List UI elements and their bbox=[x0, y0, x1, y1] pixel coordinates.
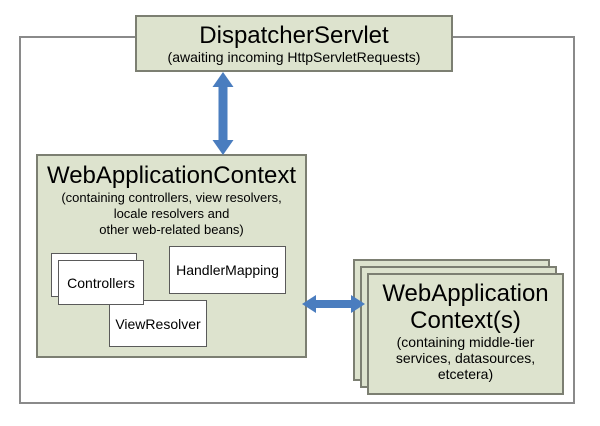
view-resolver-label: ViewResolver bbox=[115, 315, 201, 332]
view-resolver-box: ViewResolver bbox=[109, 300, 207, 347]
web-application-context-title: WebApplicationContext bbox=[46, 162, 297, 189]
web-application-context-box: WebApplicationContext (containing contro… bbox=[36, 154, 307, 358]
handler-mapping-box: HandlerMapping bbox=[169, 246, 286, 294]
controllers-label: Controllers bbox=[67, 274, 135, 291]
handler-mapping-label: HandlerMapping bbox=[176, 262, 279, 278]
vertical-bidirectional-arrow-icon bbox=[212, 72, 234, 155]
dispatcher-servlet-box: DispatcherServlet (awaiting incoming Htt… bbox=[135, 15, 453, 72]
root-context-subtitle-line-2: services, datasources, bbox=[395, 350, 536, 366]
dispatcher-servlet-title: DispatcherServlet bbox=[199, 22, 389, 49]
root-context-title-line-1: WebApplication bbox=[382, 280, 549, 307]
root-context-subtitle-line-1: (containing middle-tier bbox=[396, 334, 535, 350]
root-context-title-line-2: Context(s) bbox=[410, 307, 521, 334]
wac-subtitle-line-1: (containing controllers, view resolvers, bbox=[61, 190, 282, 205]
wac-subtitle-line-2: locale resolvers and bbox=[113, 206, 230, 221]
wac-subtitle-line-3: other web-related beans) bbox=[99, 222, 244, 237]
horizontal-bidirectional-arrow-icon bbox=[302, 295, 365, 313]
root-context-subtitle-line-3: etcetera) bbox=[437, 366, 494, 382]
root-context-box: WebApplication Context(s) (containing mi… bbox=[367, 273, 564, 395]
controllers-box: Controllers bbox=[58, 260, 144, 305]
dispatcher-servlet-subtitle: (awaiting incoming HttpServletRequests) bbox=[167, 49, 421, 65]
